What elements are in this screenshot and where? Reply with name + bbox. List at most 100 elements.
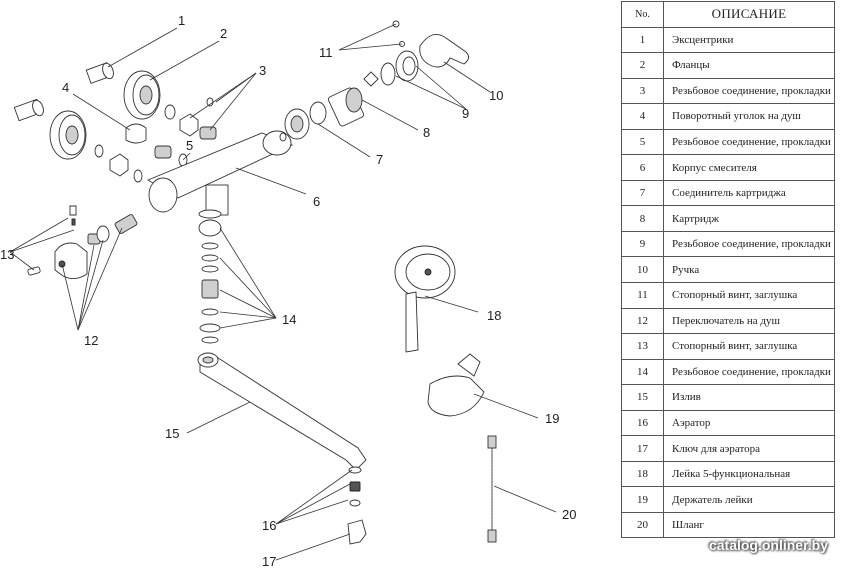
part-shower-elbow — [125, 123, 147, 144]
row-number: 8 — [621, 205, 664, 232]
part-aerator — [348, 466, 362, 507]
part-eccentric-lower — [13, 98, 44, 122]
callout-labels: 1 2 3 4 5 6 7 8 9 10 11 12 13 14 15 16 1… — [0, 13, 576, 569]
callout-6: 6 — [313, 194, 320, 209]
part-flange-lower — [49, 110, 87, 160]
callout-13: 13 — [0, 247, 14, 262]
callout-1: 1 — [178, 13, 185, 28]
row-description: Ключ для аэратора — [663, 435, 835, 462]
callout-2: 2 — [220, 26, 227, 41]
row-description: Шланг — [663, 511, 835, 539]
callout-18: 18 — [487, 308, 501, 323]
header-no: No. — [621, 1, 664, 28]
leader-lines — [9, 23, 557, 561]
callout-4: 4 — [62, 80, 69, 95]
row-description: Излив — [663, 384, 835, 411]
part-shower-switch — [54, 214, 138, 279]
callout-14: 14 — [282, 312, 296, 327]
callout-19: 19 — [545, 411, 559, 426]
row-number: 16 — [621, 409, 664, 437]
callout-5: 5 — [186, 138, 193, 153]
row-description: Переключатель на душ — [663, 307, 835, 335]
row-number: 5 — [621, 128, 664, 156]
row-description: Держатель лейки — [663, 486, 835, 513]
row-number: 4 — [621, 103, 664, 130]
part-threaded-connections-14 — [198, 209, 222, 344]
row-description: Резьбовое соединение, прокладки — [663, 230, 835, 258]
part-flange-upper — [123, 70, 161, 120]
callout-11: 11 — [319, 45, 333, 60]
row-number: 19 — [621, 486, 664, 513]
row-description: Резьбовое соединение, прокладки — [663, 77, 835, 105]
row-description: Стопорный винт, заглушка — [663, 282, 835, 309]
site-watermark: catalog.onliner.by — [708, 537, 828, 553]
row-number: 15 — [621, 384, 664, 411]
row-number: 10 — [621, 256, 664, 284]
callout-7: 7 — [376, 152, 383, 167]
part-threaded-connections-upper — [164, 97, 217, 140]
row-description: Фланцы — [663, 52, 835, 79]
part-aerator-key — [347, 519, 367, 545]
part-handle — [419, 33, 469, 68]
row-number: 6 — [621, 154, 664, 181]
row-number: 7 — [621, 179, 664, 207]
part-spout — [197, 352, 367, 471]
callout-10: 10 — [489, 88, 503, 103]
row-description: Эксцентрики — [663, 26, 835, 54]
row-description: Соединитель картриджа — [663, 179, 835, 207]
part-eccentric-upper — [85, 62, 114, 84]
callout-17: 17 — [262, 554, 276, 569]
row-description: Поворотный уголок на душ — [663, 103, 835, 130]
callout-15: 15 — [165, 426, 179, 441]
row-description: Лейка 5-функциональная — [663, 460, 835, 488]
row-number: 3 — [621, 77, 664, 105]
callout-9: 9 — [462, 106, 469, 121]
part-cartridge — [327, 71, 379, 127]
callout-3: 3 — [259, 63, 266, 78]
row-number: 18 — [621, 460, 664, 488]
row-number: 12 — [621, 307, 664, 335]
callout-20: 20 — [562, 507, 576, 522]
row-number: 9 — [621, 230, 664, 258]
callout-16: 16 — [262, 518, 276, 533]
row-number: 20 — [621, 511, 664, 539]
header-description: ОПИСАНИЕ — [663, 1, 835, 28]
callout-12: 12 — [84, 333, 98, 348]
part-locking-screws-13 — [27, 205, 77, 276]
row-number: 1 — [621, 26, 664, 54]
part-cartridge-connector — [279, 101, 327, 142]
row-number: 17 — [621, 435, 664, 462]
row-description: Картридж — [663, 205, 835, 232]
table-header-row: No. ОПИСАНИЕ — [621, 1, 835, 28]
row-description: Резьбовое соединение, прокладки — [663, 128, 835, 156]
part-hose — [487, 435, 497, 543]
part-threaded-ring — [380, 50, 419, 86]
row-description: Корпус смесителя — [663, 154, 835, 181]
row-number: 2 — [621, 52, 664, 79]
exploded-view-diagram: 1 2 3 4 5 6 7 8 9 10 11 12 13 14 15 16 1… — [0, 13, 576, 569]
part-shower-holder — [427, 353, 485, 417]
part-shower-head — [394, 245, 456, 353]
row-description: Стопорный винт, заглушка — [663, 333, 835, 360]
row-description: Ручка — [663, 256, 835, 284]
